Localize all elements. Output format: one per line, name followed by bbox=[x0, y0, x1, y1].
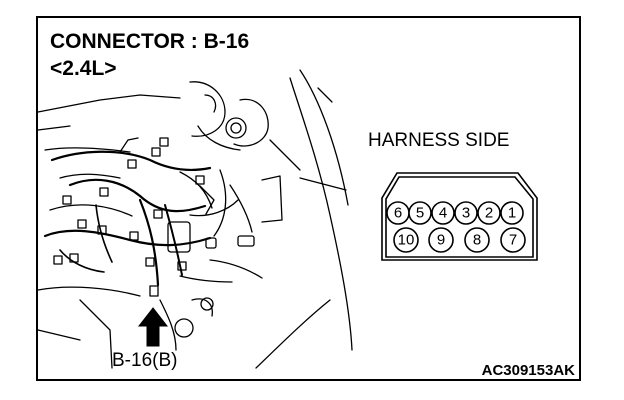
pin-2: 2 bbox=[477, 201, 501, 225]
svg-text:10: 10 bbox=[398, 232, 415, 249]
pin-3: 3 bbox=[454, 201, 478, 225]
svg-text:1: 1 bbox=[508, 205, 516, 222]
pin-row-top: 6 5 4 3 2 1 bbox=[386, 201, 524, 225]
engine-variant-label: <2.4L> bbox=[50, 57, 117, 80]
pin-10: 10 bbox=[393, 227, 419, 253]
pin-1: 1 bbox=[500, 201, 524, 225]
svg-text:6: 6 bbox=[394, 205, 402, 222]
pin-4: 4 bbox=[431, 201, 455, 225]
svg-text:2: 2 bbox=[485, 205, 493, 222]
pin-7: 7 bbox=[500, 227, 526, 253]
svg-text:7: 7 bbox=[509, 232, 517, 249]
up-arrow-icon bbox=[137, 307, 169, 347]
diagram-frame bbox=[36, 16, 581, 381]
connector-title: CONNECTOR : B-16 bbox=[50, 30, 249, 53]
svg-text:8: 8 bbox=[473, 232, 481, 249]
pin-6: 6 bbox=[386, 201, 410, 225]
svg-text:9: 9 bbox=[437, 232, 445, 249]
engine-bay-illustration bbox=[37, 69, 353, 369]
connector-callout: B-16(B) bbox=[112, 350, 177, 371]
pin-8: 8 bbox=[464, 227, 490, 253]
pin-5: 5 bbox=[408, 201, 432, 225]
harness-side-label: HARNESS SIDE bbox=[368, 130, 509, 151]
pin-9: 9 bbox=[428, 227, 454, 253]
connector-face bbox=[381, 172, 538, 261]
svg-text:4: 4 bbox=[439, 205, 447, 222]
pin-row-bottom: 10 9 8 7 bbox=[393, 227, 526, 253]
svg-text:3: 3 bbox=[462, 205, 470, 222]
svg-text:5: 5 bbox=[416, 205, 424, 222]
figure-code: AC309153AK bbox=[482, 362, 576, 379]
